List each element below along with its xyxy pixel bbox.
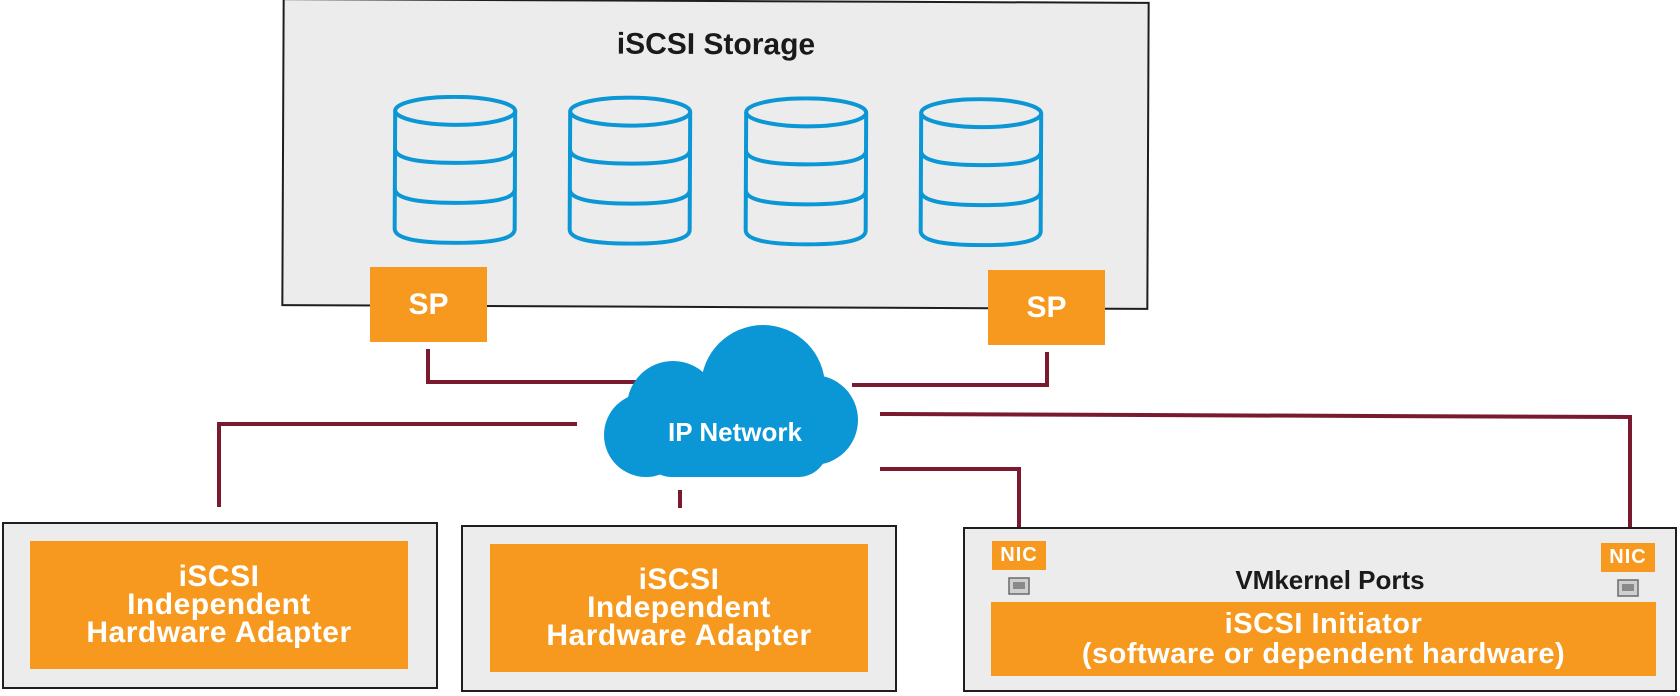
hardware-adapter-1: iSCSI Independent Hardware Adapter (30, 541, 408, 669)
link-adapter-1 (217, 422, 577, 507)
link-sp-right (852, 352, 1049, 387)
database-icon (567, 95, 693, 246)
iscsi-initiator: iSCSI Initiator (software or dependent h… (991, 602, 1656, 676)
database-icon (743, 96, 869, 247)
ethernet-port-icon (1008, 577, 1030, 595)
cloud-icon (604, 325, 858, 477)
hardware-adapter-2: iSCSI Independent Hardware Adapter (490, 544, 868, 672)
storage-processor-left: SP (370, 267, 487, 342)
storage-title: iSCSI Storage (616, 27, 816, 62)
database-icon (392, 94, 518, 245)
vmkernel-ports-title: VMkernel Ports (1235, 565, 1425, 595)
nic-left: NIC (992, 541, 1046, 570)
ethernet-port-icon (1617, 579, 1639, 597)
iscsi-storage-panel: iSCSI Storage (281, 0, 1150, 310)
ip-network-label: IP Network (668, 417, 802, 447)
link-sp-left (426, 349, 638, 384)
link-nic-left (880, 467, 1021, 548)
nic-right: NIC (1601, 543, 1655, 572)
database-icon (918, 97, 1044, 248)
storage-processor-right: SP (988, 270, 1105, 345)
link-nic-right (879, 412, 1632, 543)
